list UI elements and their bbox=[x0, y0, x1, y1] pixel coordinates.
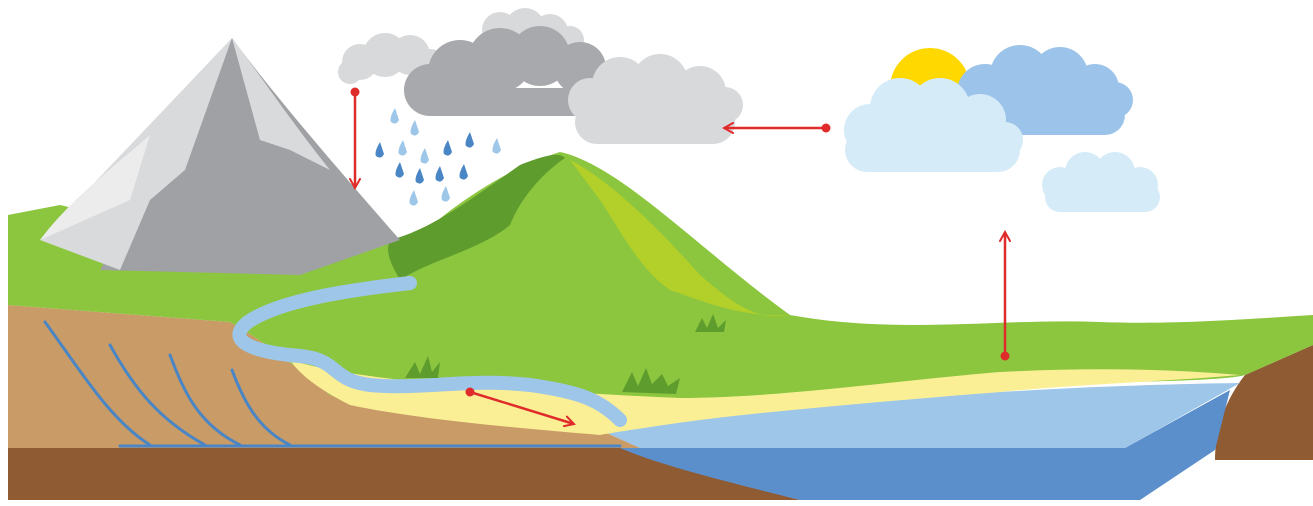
precipitation-arrow bbox=[351, 88, 360, 189]
cloud-icon bbox=[844, 45, 1160, 212]
condensation-arrow bbox=[724, 124, 831, 133]
